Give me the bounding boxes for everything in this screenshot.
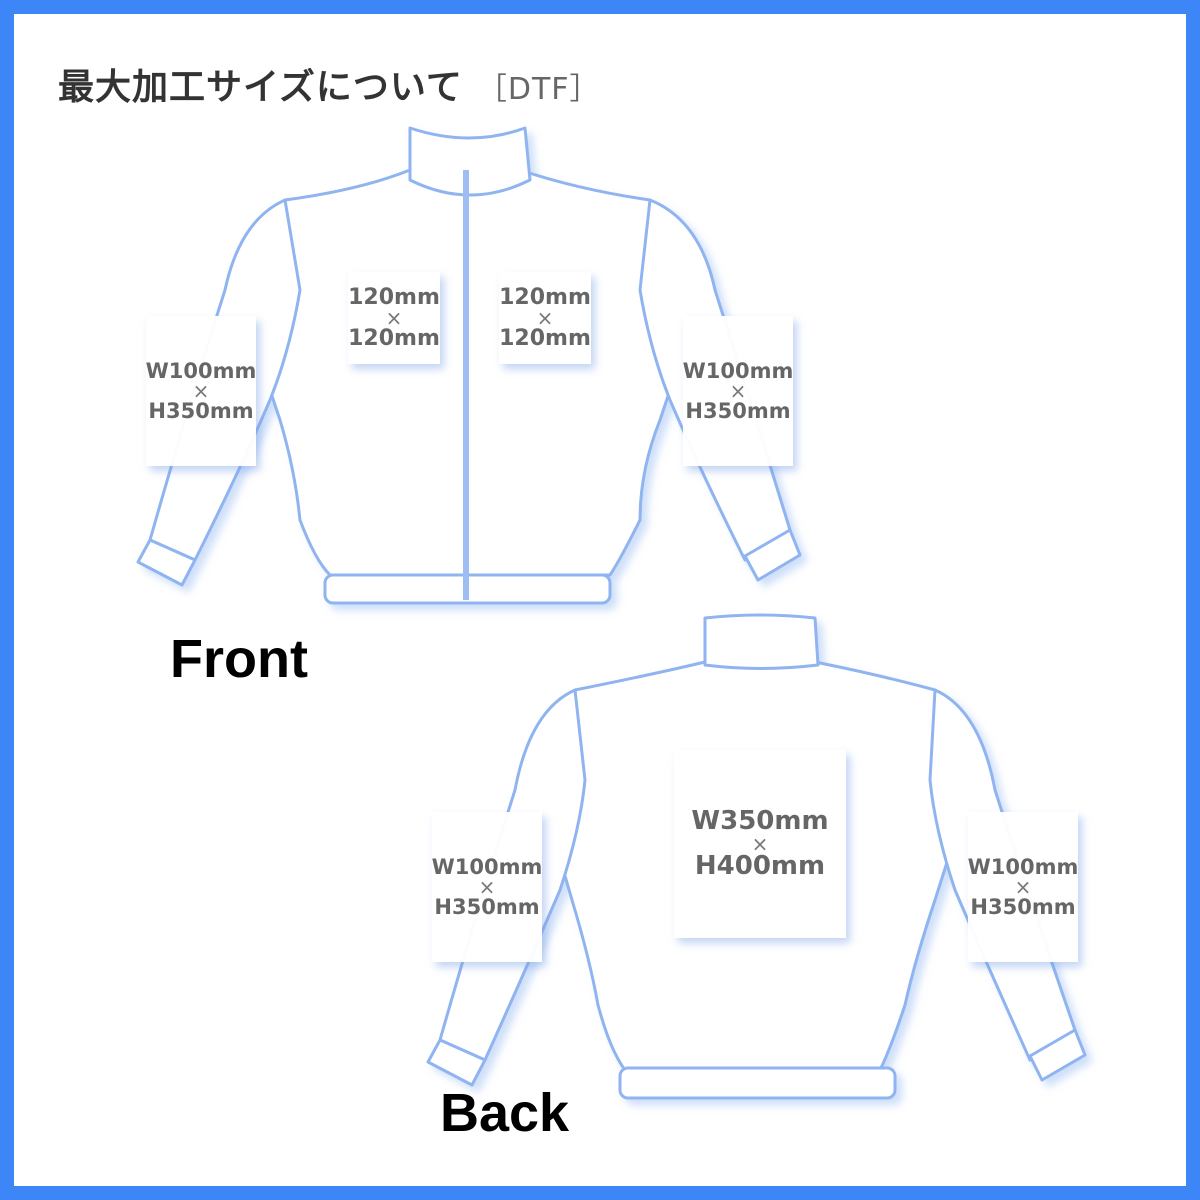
front-collar	[408, 126, 532, 197]
back-left-sleeve-height: H350mm	[434, 895, 540, 919]
title-main: 最大加工サイズについて	[58, 67, 463, 108]
front-left-sleeve-width: W100mm	[145, 358, 257, 383]
back-right-sleeve-area: W100mm × H350mm	[968, 812, 1078, 962]
front-right-chest-area: 120mm × 120mm	[499, 272, 591, 364]
front-right-chest-height: 120mm	[499, 326, 591, 351]
back-left-sleeve-width: W100mm	[431, 854, 543, 879]
times-icon: ×	[478, 875, 496, 899]
title-tag: ［DTF］	[476, 72, 601, 107]
back-collar	[703, 613, 820, 670]
back-hem	[618, 1066, 897, 1100]
front-body	[238, 168, 702, 577]
back-right-sleeve-height: H350mm	[970, 895, 1076, 919]
front-left-sleeve-height: H350mm	[148, 399, 254, 423]
back-center-width: W350mm	[691, 805, 829, 836]
front-left-chest-width: 120mm	[348, 284, 440, 310]
front-right-sleeve-width: W100mm	[682, 358, 794, 383]
times-icon: ×	[192, 379, 210, 403]
back-left-sleeve-area: W100mm × H350mm	[432, 812, 542, 962]
front-right-sleeve-area: W100mm × H350mm	[683, 316, 793, 466]
back-left-cuff	[426, 1038, 487, 1087]
times-icon: ×	[536, 306, 554, 330]
times-icon: ×	[1014, 875, 1032, 899]
times-icon: ×	[729, 379, 747, 403]
front-left-chest-area: 120mm × 120mm	[348, 272, 440, 364]
back-center-height: H400mm	[694, 851, 826, 881]
front-jacket	[136, 126, 802, 605]
front-right-sleeve-height: H350mm	[685, 399, 791, 423]
front-left-cuff	[136, 538, 197, 587]
times-icon: ×	[751, 832, 769, 856]
back-center-area: W350mm × H400mm	[674, 750, 846, 938]
page-title: 最大加工サイズについて ［DTF］	[58, 58, 601, 110]
front-left-chest-height: 120mm	[348, 326, 440, 351]
front-right-cuff	[743, 528, 802, 582]
front-right-chest-width: 120mm	[499, 284, 591, 310]
back-label: Back	[440, 1083, 570, 1143]
back-right-sleeve-width: W100mm	[967, 854, 1079, 879]
front-label: Front	[170, 629, 308, 689]
times-icon: ×	[385, 306, 403, 330]
front-left-sleeve-area: W100mm × H350mm	[146, 316, 256, 466]
back-right-cuff	[1028, 1028, 1087, 1082]
